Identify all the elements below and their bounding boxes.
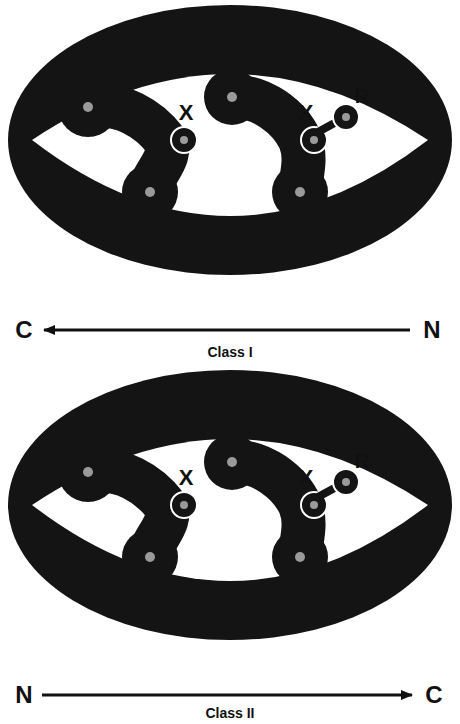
class-label: Class II xyxy=(205,706,254,720)
residue-label: X xyxy=(179,102,194,124)
residue-label: X xyxy=(299,467,314,489)
residue-label: R xyxy=(355,86,369,106)
class-label: Class I xyxy=(207,345,252,359)
terminus-label: N xyxy=(15,683,32,707)
direction-arrow xyxy=(44,329,410,332)
terminus-label: C xyxy=(15,318,32,342)
residue-label: X xyxy=(179,467,194,489)
direction-arrow xyxy=(42,694,412,697)
residue-label: R xyxy=(355,451,369,471)
terminus-label: N xyxy=(423,318,440,342)
class-ii-groove xyxy=(8,370,452,640)
terminus-label: C xyxy=(425,683,442,707)
residue-label: X xyxy=(299,102,314,124)
class-i-groove xyxy=(8,5,452,275)
